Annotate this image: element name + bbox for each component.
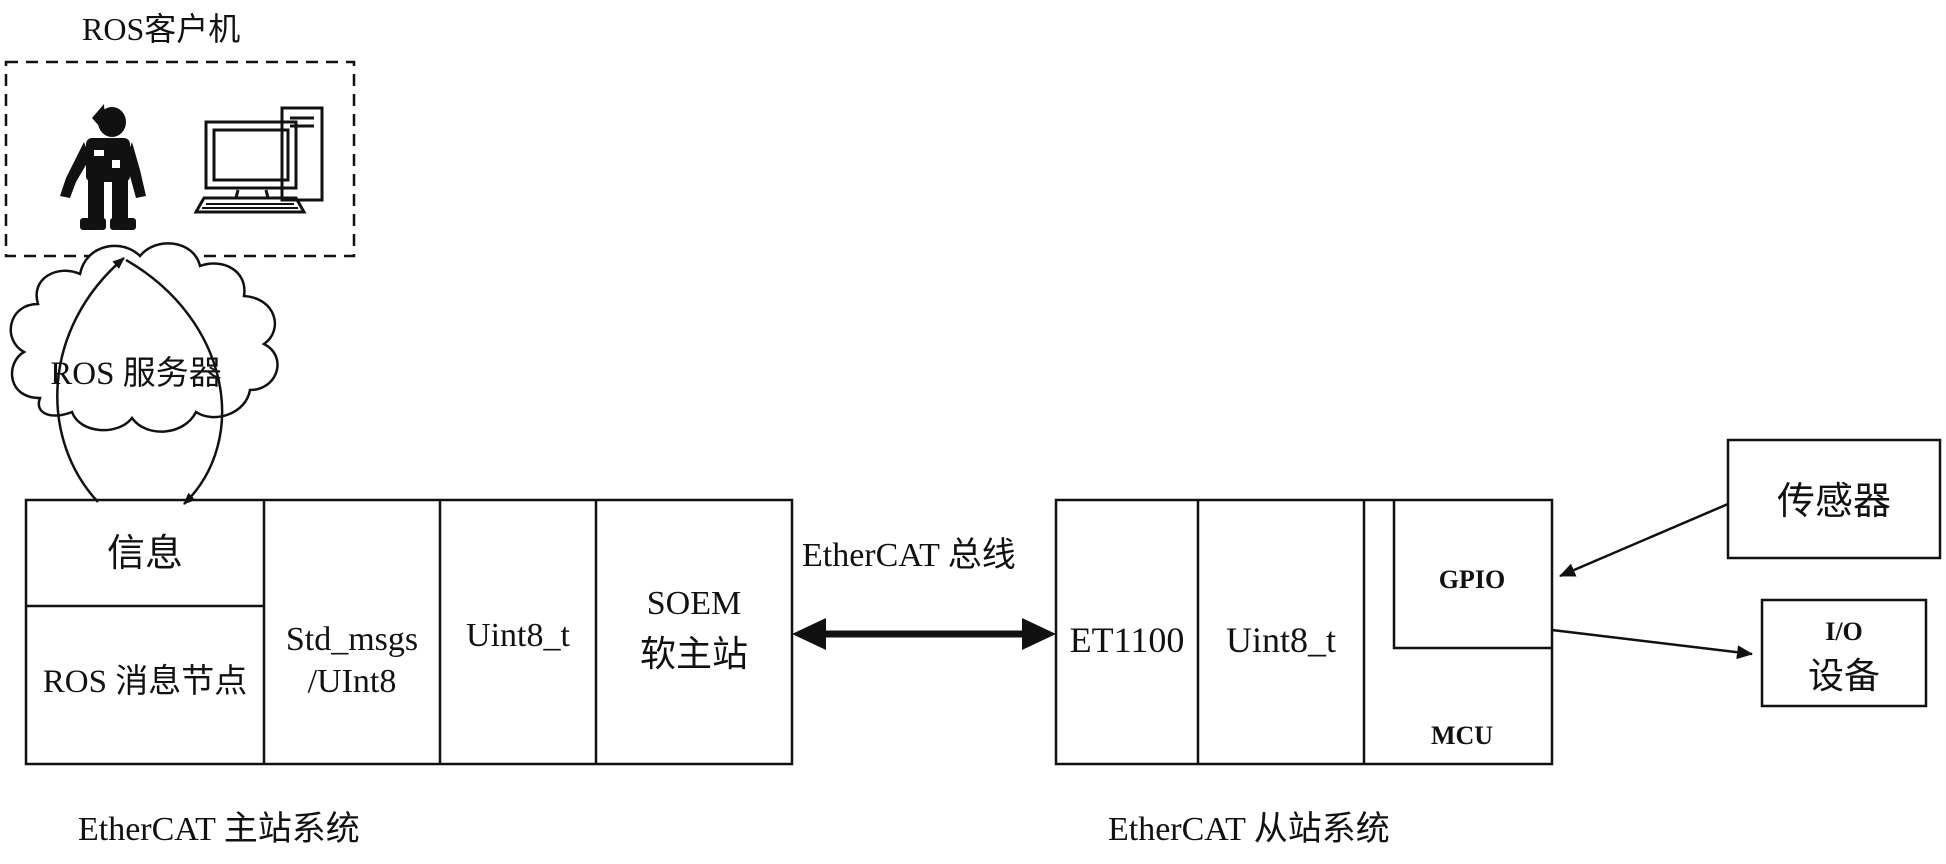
master-ros-node-cell: ROS 消息节点: [43, 663, 247, 700]
slave-uint8-cell: Uint8_t: [1226, 620, 1336, 660]
ros-server-label: ROS 服务器: [50, 355, 221, 392]
desktop-computer-icon: [196, 108, 322, 212]
master-soem-line2: 软主站: [640, 634, 748, 674]
io-label-line1: I/O: [1825, 617, 1863, 646]
master-uint8-cell: Uint8_t: [466, 617, 570, 654]
master-std-msgs-line2: /UInt8: [308, 663, 397, 700]
robot-icon: [60, 104, 146, 230]
ethercat-bus-arrow: [792, 618, 1056, 650]
master-info-cell: 信息: [107, 533, 183, 575]
io-label-line2: 设备: [1808, 656, 1880, 696]
sensor-to-gpio-arrow: [1560, 504, 1728, 576]
master-caption: EtherCAT 主站系统: [78, 810, 360, 848]
gpio-label: GPIO: [1439, 565, 1505, 594]
mcu-label: MCU: [1431, 721, 1493, 750]
bus-label: EtherCAT 总线: [802, 536, 1016, 574]
slave-caption: EtherCAT 从站系统: [1108, 810, 1390, 848]
sensor-label: 传感器: [1777, 481, 1891, 523]
client-title: ROS客户机: [82, 11, 240, 47]
slave-et1100-cell: ET1100: [1070, 620, 1185, 660]
master-std-msgs-line1: Std_msgs: [286, 621, 418, 658]
mcu-to-io-arrow: [1552, 630, 1752, 654]
client-box: [6, 62, 354, 256]
master-soem-line1: SOEM: [647, 585, 741, 622]
